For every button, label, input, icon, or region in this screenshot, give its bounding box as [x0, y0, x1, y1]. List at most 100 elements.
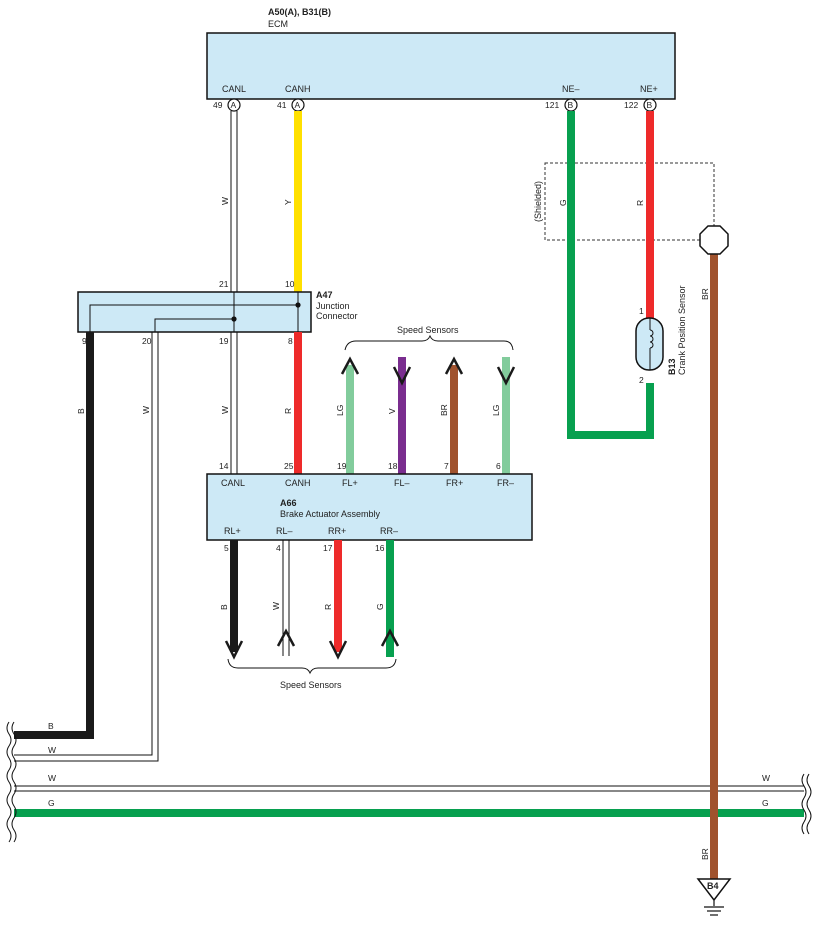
ecm-pin-122-num: 122: [624, 100, 638, 110]
wire-rl-minus-arrow: [276, 628, 296, 647]
bus-break-marks-right: [801, 773, 812, 835]
wire-rl-plus-arrow: [224, 640, 244, 660]
bus-label-g: G: [48, 798, 55, 808]
wire-ne-plus: [646, 111, 654, 318]
bus-label-b: B: [48, 721, 54, 731]
ground-id: B4: [707, 881, 719, 891]
brake-id: A66: [280, 498, 297, 508]
junction-splice-canh: [295, 302, 301, 308]
bus-label-w1: W: [48, 745, 56, 755]
brake-pin-6: 6: [496, 461, 501, 471]
brake-pin-rl-minus-name: RL–: [276, 526, 293, 536]
ecm-pin-canh-name: CANH: [285, 84, 311, 94]
bus-break-marks-left: [6, 721, 17, 843]
wire-label-rr-minus: G: [375, 603, 385, 610]
wire-rl-minus: [282, 540, 290, 656]
wire-label-canl-lower: W: [220, 406, 230, 414]
brake-pin-19: 19: [337, 461, 347, 471]
junction-connector-box: [77, 291, 312, 333]
wire-fl-minus: [398, 357, 406, 474]
wire-label-fr-plus: BR: [439, 404, 449, 416]
sensor-pin-1: 1: [639, 306, 644, 316]
speed-sensors-top-brace: [344, 334, 514, 351]
brake-pin-14: 14: [219, 461, 229, 471]
wire-label-fl-plus: LG: [335, 405, 345, 416]
speed-sensors-bottom-label: Speed Sensors: [280, 680, 342, 690]
wire-label-canl-upper: W: [220, 197, 230, 205]
brake-name: Brake Actuator Assembly: [280, 509, 381, 519]
junction-internal-wiring: [89, 292, 299, 332]
wire-rr-plus-arrow: [328, 640, 348, 660]
junction-pin-20: 20: [142, 336, 152, 346]
wire-canl-lower: [230, 332, 238, 474]
ground-b4-triangle: [696, 878, 732, 902]
wire-rr-minus: [386, 540, 394, 657]
crank-sensor-coil-icon: [649, 318, 654, 370]
ecm-pin-canl-name: CANL: [222, 84, 246, 94]
brake-pin-17: 17: [323, 543, 333, 553]
wire-bus-green: [14, 809, 804, 817]
brake-actuator-box: [206, 473, 533, 541]
junction-name-1: Junction: [316, 301, 350, 311]
wire-fl-plus-arrow: [340, 356, 360, 375]
brake-pin-fr-minus-name: FR–: [497, 478, 514, 488]
sensor-name: Crank Position Sensor: [677, 285, 687, 375]
wire-label-fl-minus: V: [387, 408, 397, 414]
wire-fr-plus-arrow: [444, 356, 464, 375]
ground-icon: [704, 900, 724, 916]
brake-pin-5: 5: [224, 543, 229, 553]
wire-label-ne-minus: G: [558, 199, 568, 206]
brake-pin-25: 25: [284, 461, 294, 471]
brake-pin-7: 7: [444, 461, 449, 471]
wire-rl-plus: [230, 540, 238, 652]
wire-fr-minus: [502, 357, 510, 474]
brake-pin-rr-minus-name: RR–: [380, 526, 398, 536]
bus-label-g-right: G: [762, 798, 769, 808]
brake-pin-canh-name: CANH: [285, 478, 311, 488]
shield-connector-octagon: [699, 225, 729, 255]
ecm-pin-ne-plus-name: NE+: [640, 84, 658, 94]
ecm-box: [206, 32, 676, 100]
ecm-conn-b-1: B: [568, 100, 574, 110]
wire-bus-white: [14, 785, 804, 792]
wire-fl-minus-arrow: [392, 366, 412, 386]
ecm-pin-49-num: 49: [213, 100, 223, 110]
bus-label-w2-right: W: [762, 773, 770, 783]
bus-label-w2: W: [48, 773, 56, 783]
wire-fr-minus-arrow: [496, 366, 516, 386]
ecm-conn-a-2: A: [295, 100, 301, 110]
wire-ne-minus: [567, 111, 654, 439]
ecm-pin-121-num: 121: [545, 100, 559, 110]
wire-canh-upper: [294, 111, 302, 292]
shield-dashed-box: [544, 162, 715, 241]
wire-label-ne-plus: R: [635, 200, 645, 206]
wire-canh-lower: [294, 332, 302, 474]
ecm-pin-41-num: 41: [277, 100, 287, 110]
wire-shield-br-overlay: [710, 780, 718, 820]
speed-sensors-bottom-brace: [227, 658, 397, 675]
wire-label-shield: BR: [700, 288, 710, 300]
junction-id: A47: [316, 290, 333, 300]
junction-pin-21: 21: [219, 279, 229, 289]
wire-label-rl-minus: W: [271, 602, 281, 610]
wire-rr-plus: [334, 540, 342, 652]
wire-fl-plus: [346, 365, 354, 474]
wire-label-ground-br: BR: [700, 848, 710, 860]
wire-shield-br: [710, 252, 718, 879]
speed-sensors-top-label: Speed Sensors: [397, 325, 459, 335]
ecm-conn-b-2: B: [647, 100, 653, 110]
wire-label-left-white: W: [141, 406, 151, 414]
shielded-label: (Shielded): [533, 181, 543, 222]
junction-pin-19: 19: [219, 336, 229, 346]
brake-pin-fr-plus-name: FR+: [446, 478, 463, 488]
junction-splice-canl: [231, 316, 237, 322]
wire-fr-plus: [450, 365, 458, 474]
wire-left-black: [14, 332, 94, 739]
wire-label-left-black: B: [76, 408, 86, 414]
ecm-id: A50(A), B31(B): [268, 7, 331, 17]
ecm-pin-ne-minus-name: NE–: [562, 84, 580, 94]
wire-label-canh-upper: Y: [283, 199, 293, 205]
wire-left-white: [14, 332, 159, 762]
wire-label-rl-plus: B: [219, 604, 229, 610]
